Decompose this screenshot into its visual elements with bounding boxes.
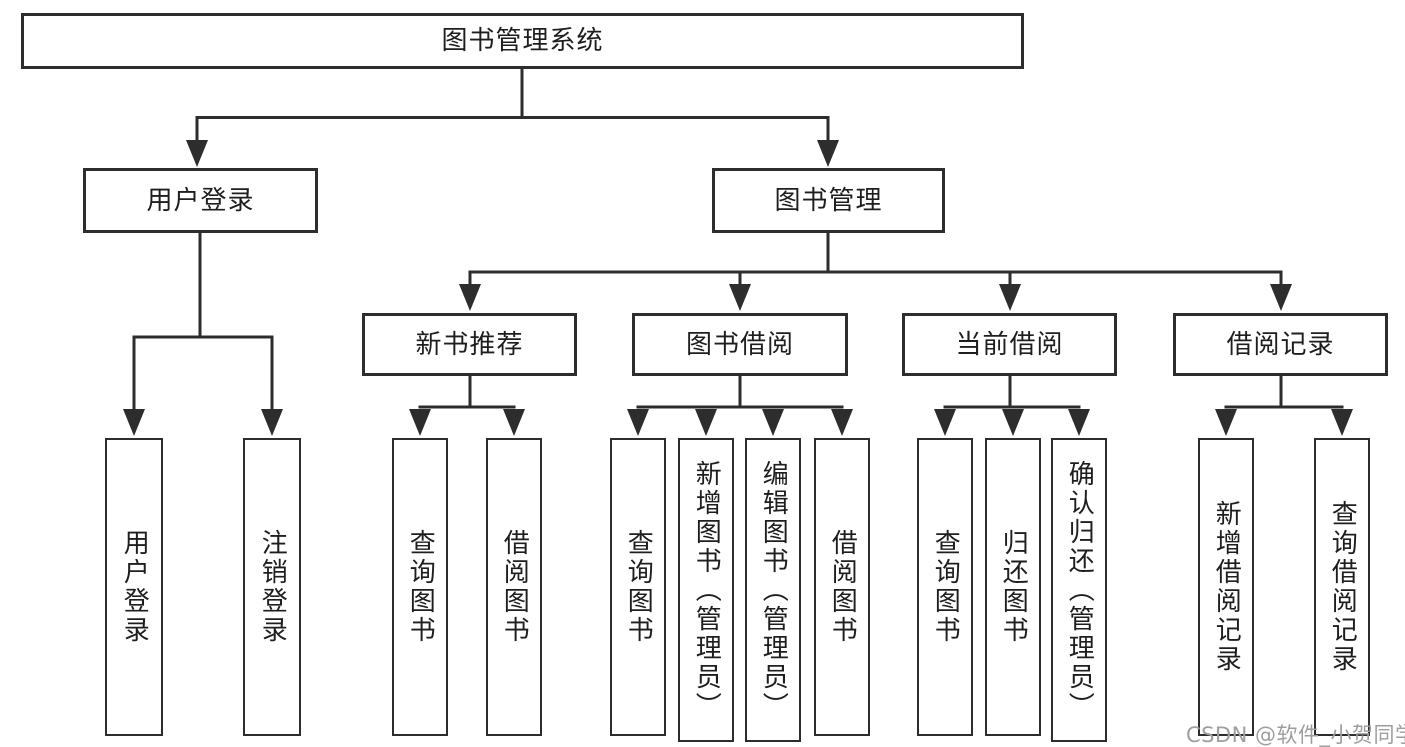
node-root: 图书管理系统 [21,13,1024,69]
leaf-query-books-borrowing: 查询图书 [610,438,666,736]
node-new-book-recommend: 新书推荐 [362,313,577,376]
node-user-login: 用户登录 [83,168,318,233]
node-current-borrowing: 当前借阅 [902,313,1117,376]
leaf-edit-books-admin-label: 编辑图书（管理员） [758,459,789,721]
leaf-add-books-admin: 新增图书（管理员） [678,438,734,742]
connector-root-to-level2 [186,67,839,167]
leaf-query-borrow-record: 查询借阅记录 [1314,438,1370,736]
leaf-logout-label: 注销登录 [257,529,288,645]
leaf-add-borrow-record: 新增借阅记录 [1198,438,1254,736]
leaf-user-login-label: 用户登录 [119,529,150,645]
leaf-add-borrow-record-label: 新增借阅记录 [1211,500,1242,674]
leaf-borrow-books-recommend-label: 借阅图书 [499,529,530,645]
node-borrow-records-label: 借阅记录 [1226,329,1335,360]
node-current-borrowing-label: 当前借阅 [955,329,1064,360]
leaf-borrow-books-borrowing-label: 借阅图书 [827,529,858,645]
leaf-confirm-return-admin-label: 确认归还（管理员） [1064,459,1095,721]
leaf-query-books-recommend-label: 查询图书 [405,529,436,645]
node-user-login-label: 用户登录 [146,185,255,216]
leaf-query-books-current: 查询图书 [917,438,973,736]
leaf-query-borrow-record-label: 查询借阅记录 [1327,500,1358,674]
node-borrow-records: 借阅记录 [1173,313,1388,376]
leaf-borrow-books-recommend: 借阅图书 [486,438,542,736]
leaf-query-books-current-label: 查询图书 [930,529,961,645]
leaf-query-books-borrowing-label: 查询图书 [623,529,654,645]
node-new-book-recommend-label: 新书推荐 [415,329,524,360]
node-root-label: 图书管理系统 [441,26,604,56]
leaf-logout: 注销登录 [243,438,301,736]
node-book-management-label: 图书管理 [774,185,883,216]
connector-book-borrowing-to-leaves [627,374,853,436]
connector-current-borrowing-to-leaves [934,374,1090,436]
leaf-add-books-admin-label: 新增图书（管理员） [691,459,722,721]
leaf-edit-books-admin: 编辑图书（管理员） [745,438,801,742]
leaf-user-login: 用户登录 [105,438,163,736]
leaf-confirm-return-admin: 确认归还（管理员） [1051,438,1107,742]
node-book-management: 图书管理 [712,168,945,233]
leaf-return-books-label: 归还图书 [998,529,1029,645]
connector-book-management-to-level3 [459,232,1292,311]
leaf-query-books-recommend: 查询图书 [392,438,448,736]
node-book-borrowing-label: 图书借阅 [685,329,794,360]
leaf-borrow-books-borrowing: 借阅图书 [814,438,870,736]
connector-new-book-recommend-to-leaves [409,374,525,436]
connector-borrow-records-to-leaves [1215,374,1353,436]
node-book-borrowing: 图书借阅 [632,313,848,376]
csdn-watermark: CSDN @软件_小贺同学 [1186,723,1405,747]
connector-user-login-to-leaves [123,232,283,436]
leaf-return-books: 归还图书 [985,438,1041,736]
